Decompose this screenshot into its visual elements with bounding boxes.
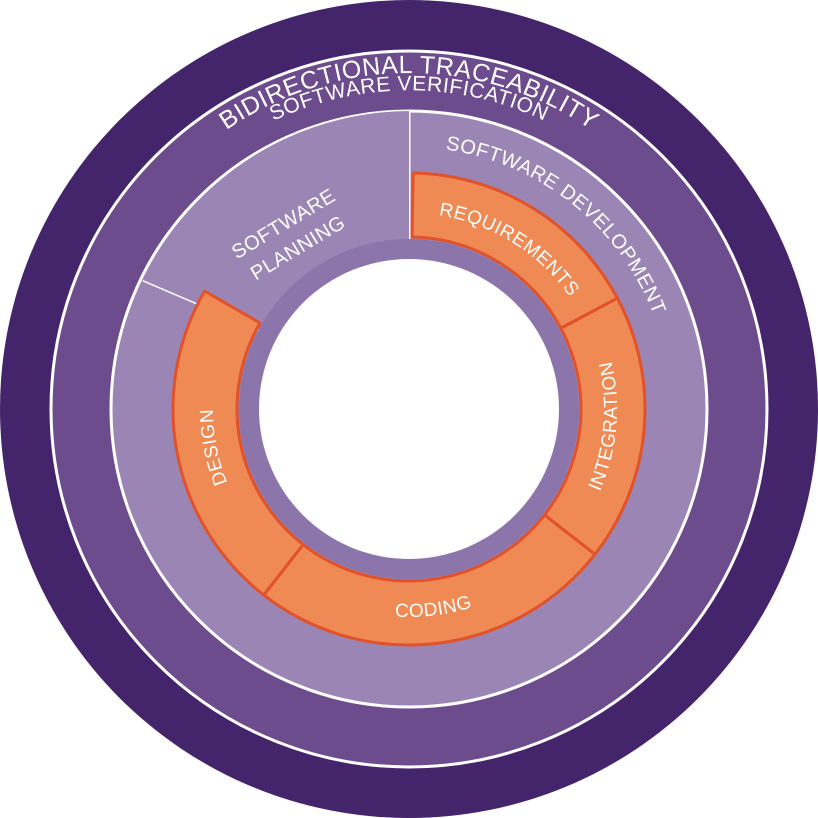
phase-ring [171,171,647,647]
phase-segment-design [171,289,305,597]
center-hole [259,259,559,559]
planning-section [143,111,409,337]
